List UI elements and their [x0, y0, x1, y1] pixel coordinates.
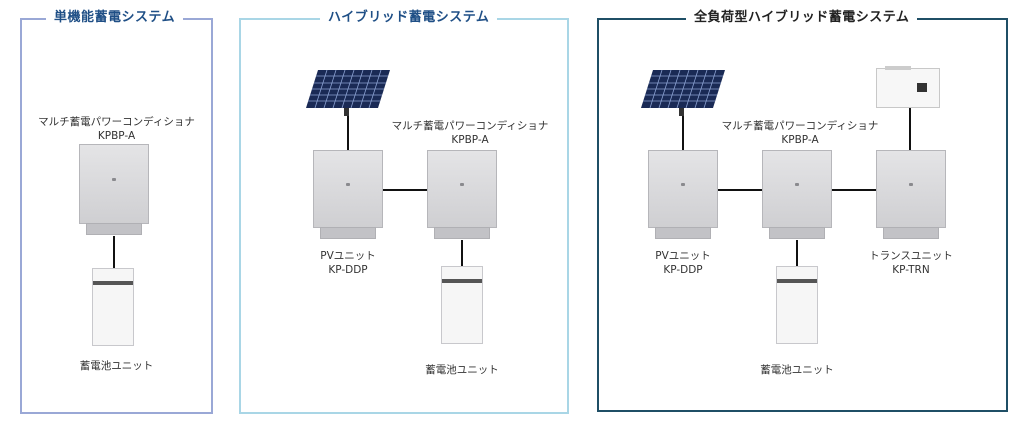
pcs-model-label: KPBP-A [781, 134, 819, 146]
pv-model-label: KP-DDP [328, 264, 368, 276]
battery-unit [92, 268, 134, 346]
unit-base [86, 223, 142, 235]
solar-panel-icon [641, 70, 725, 116]
unit-indicator [112, 177, 116, 181]
unit-base [655, 227, 711, 239]
unit-base [883, 227, 939, 239]
unit-base [320, 227, 376, 239]
connection-line [796, 240, 798, 266]
transformer-box-display [917, 83, 927, 92]
battery-unit [776, 266, 818, 344]
power-conditioner-unit [762, 150, 832, 239]
unit-indicator [460, 182, 464, 186]
solar-panel-icon [306, 70, 390, 116]
pv-unit [313, 150, 383, 239]
transformer-model-label: KP-TRN [892, 264, 930, 276]
pv-name-label: PVユニット [655, 250, 711, 262]
connection-line [832, 189, 876, 191]
pv-name-label: PVユニット [320, 250, 376, 262]
battery-unit [441, 266, 483, 344]
pcs-model-label: KPBP-A [97, 130, 136, 142]
panel-hybrid [239, 18, 569, 414]
battery-band [442, 279, 482, 283]
transformer-box-tab [885, 66, 911, 70]
battery-band [93, 281, 133, 285]
solar-panel-grid [643, 70, 723, 109]
connection-line [682, 116, 684, 150]
power-conditioner-unit [79, 144, 149, 235]
solar-panel-stand [344, 108, 349, 116]
solar-panel-grid [308, 70, 388, 109]
unit-indicator [909, 182, 913, 186]
transformer-box-icon [876, 66, 940, 108]
unit-base [769, 227, 825, 239]
battery-label: 蓄電池ユニット [760, 364, 834, 376]
pv-model-label: KP-DDP [663, 264, 703, 276]
panel-title-full-load-hybrid: 全負荷型ハイブリッド蓄電システム [686, 10, 918, 26]
battery-band [777, 279, 817, 283]
connection-line [113, 236, 115, 268]
battery-label: 蓄電池ユニット [425, 364, 499, 376]
pcs-name-label: マルチ蓄電パワーコンディショナ [391, 120, 549, 132]
solar-panel-stand [679, 108, 684, 116]
power-conditioner-unit [427, 150, 497, 239]
battery-label: 蓄電池ユニット [79, 360, 154, 372]
pv-unit [648, 150, 718, 239]
transformer-name-label: トランスユニット [869, 250, 953, 262]
connection-line [347, 116, 349, 150]
pcs-model-label: KPBP-A [451, 134, 489, 146]
panel-title-single-function: 単機能蓄電システム [46, 10, 184, 26]
pcs-name-label: マルチ蓄電パワーコンディショナ [38, 116, 195, 128]
unit-indicator [681, 182, 685, 186]
pcs-name-label: マルチ蓄電パワーコンディショナ [721, 120, 879, 132]
connection-line [461, 240, 463, 266]
connection-line [718, 189, 762, 191]
connection-line [383, 189, 427, 191]
connection-line [909, 108, 911, 150]
transformer-unit [876, 150, 946, 239]
unit-indicator [346, 182, 350, 186]
panel-title-hybrid: ハイブリッド蓄電システム [320, 10, 498, 26]
unit-indicator [795, 182, 799, 186]
unit-base [434, 227, 490, 239]
